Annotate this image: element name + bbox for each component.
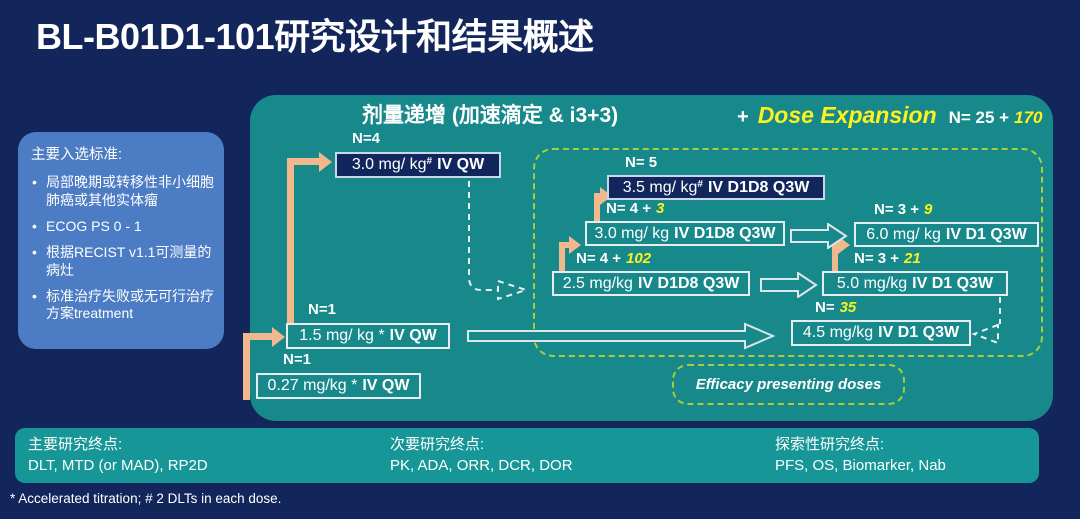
arrow-3-0-to-3-5	[594, 193, 600, 221]
block-arrow-2-5-to-5-0	[760, 272, 818, 298]
plus-sign: +	[737, 106, 749, 128]
block-arrow-1-5-to-4-5	[467, 322, 775, 350]
footnote: * Accelerated titration; # 2 DLTs in eac…	[10, 491, 282, 506]
primary-endpoints: 主要研究终点: DLT, MTD (or MAD), RP2D	[28, 434, 208, 476]
arrowhead-icon	[272, 327, 285, 347]
n-label-3-0: N= 4 +3	[606, 200, 665, 217]
dose-box-1-5-qw: 1.5 mg/ kg *IV QW	[286, 323, 450, 349]
page-title: BL-B01D1-101研究设计和结果概述	[36, 16, 594, 57]
arrow-5-0-to-6-0	[832, 242, 839, 248]
exploratory-endpoints: 探索性研究终点: PFS, OS, Biomarker, Nab	[775, 434, 946, 476]
endpoints-bar: 主要研究终点: DLT, MTD (or MAD), RP2D 次要研究终点: …	[15, 428, 1039, 483]
efficacy-note-label: Efficacy presenting doses	[695, 376, 882, 393]
expansion-n-added: 170	[1014, 108, 1043, 127]
inclusion-item: 标准治疗失败或无可行治疗方案treatment	[31, 288, 216, 324]
block-arrow-3-0-to-6-0	[790, 223, 848, 249]
n-label-6-0: N= 3 +9	[874, 201, 933, 218]
arrow-3-0-to-3-5	[594, 193, 601, 199]
dose-expansion-header: + Dose Expansion N= 25 + 170	[737, 102, 1043, 129]
arrowhead-icon	[319, 152, 332, 172]
n-label-5-0: N= 3 +21	[854, 250, 921, 267]
escalation-title: 剂量递增 (加速滴定 & i3+3)	[362, 104, 619, 127]
n-label-1-5-qw: N=1	[308, 301, 336, 318]
arrowhead-icon	[569, 236, 581, 254]
n-label-3-5: N= 5	[625, 154, 658, 171]
dose-expansion-dashed-region	[533, 148, 1043, 357]
dose-expansion-label: Dose Expansion	[757, 102, 937, 128]
n-label-4-5: N=35	[815, 299, 857, 316]
inclusion-list: 局部晚期或转移性非小细胞肺癌或其他实体瘤 ECOG PS 0 - 1 根据REC…	[31, 174, 216, 323]
endpoint-items: PK, ADA, ORR, DCR, DOR	[390, 457, 573, 474]
inclusion-heading: 主要入选标准:	[31, 147, 123, 163]
secondary-endpoints: 次要研究终点: PK, ADA, ORR, DCR, DOR	[390, 434, 573, 476]
arrow-2-5-to-3-0	[559, 242, 565, 271]
endpoint-heading: 主要研究终点:	[28, 436, 123, 453]
efficacy-presenting-doses-box: Efficacy presenting doses	[672, 364, 905, 405]
dose-box-3-5-d1d8: 3.5 mg/ kg#IV D1D8 Q3W	[607, 175, 825, 200]
n-label-0-27-qw: N=1	[283, 351, 311, 368]
dose-box-0-27-qw: 0.27 mg/kg *IV QW	[256, 373, 421, 399]
n-label-2-5: N= 4 +102	[576, 250, 652, 267]
inclusion-item: 局部晚期或转移性非小细胞肺癌或其他实体瘤	[31, 174, 216, 210]
arrow-1-5-to-3-0	[287, 158, 320, 165]
n-label-3-0-qw: N=4	[352, 130, 380, 147]
arrow-0-27-to-1-5	[243, 333, 273, 340]
endpoint-items: DLT, MTD (or MAD), RP2D	[28, 457, 208, 474]
endpoint-items: PFS, OS, Biomarker, Nab	[775, 457, 946, 474]
arrow-1-5-to-3-0	[287, 158, 294, 323]
endpoint-heading: 探索性研究终点:	[775, 436, 885, 453]
arrow-2-5-to-3-0	[559, 242, 570, 248]
expansion-n-count: N= 25 +	[948, 108, 1010, 127]
dose-box-3-0-qw: 3.0 mg/ kg#IV QW	[335, 152, 501, 178]
inclusion-item: ECOG PS 0 - 1	[31, 218, 216, 236]
inclusion-item: 根据RECIST v1.1可测量的病灶	[31, 244, 216, 280]
endpoint-heading: 次要研究终点:	[390, 436, 485, 453]
arrow-5-0-to-6-0	[832, 242, 838, 271]
inclusion-criteria-panel: 主要入选标准: 局部晚期或转移性非小细胞肺癌或其他实体瘤 ECOG PS 0 -…	[18, 132, 224, 349]
arrow-0-27-to-1-5	[243, 333, 250, 400]
